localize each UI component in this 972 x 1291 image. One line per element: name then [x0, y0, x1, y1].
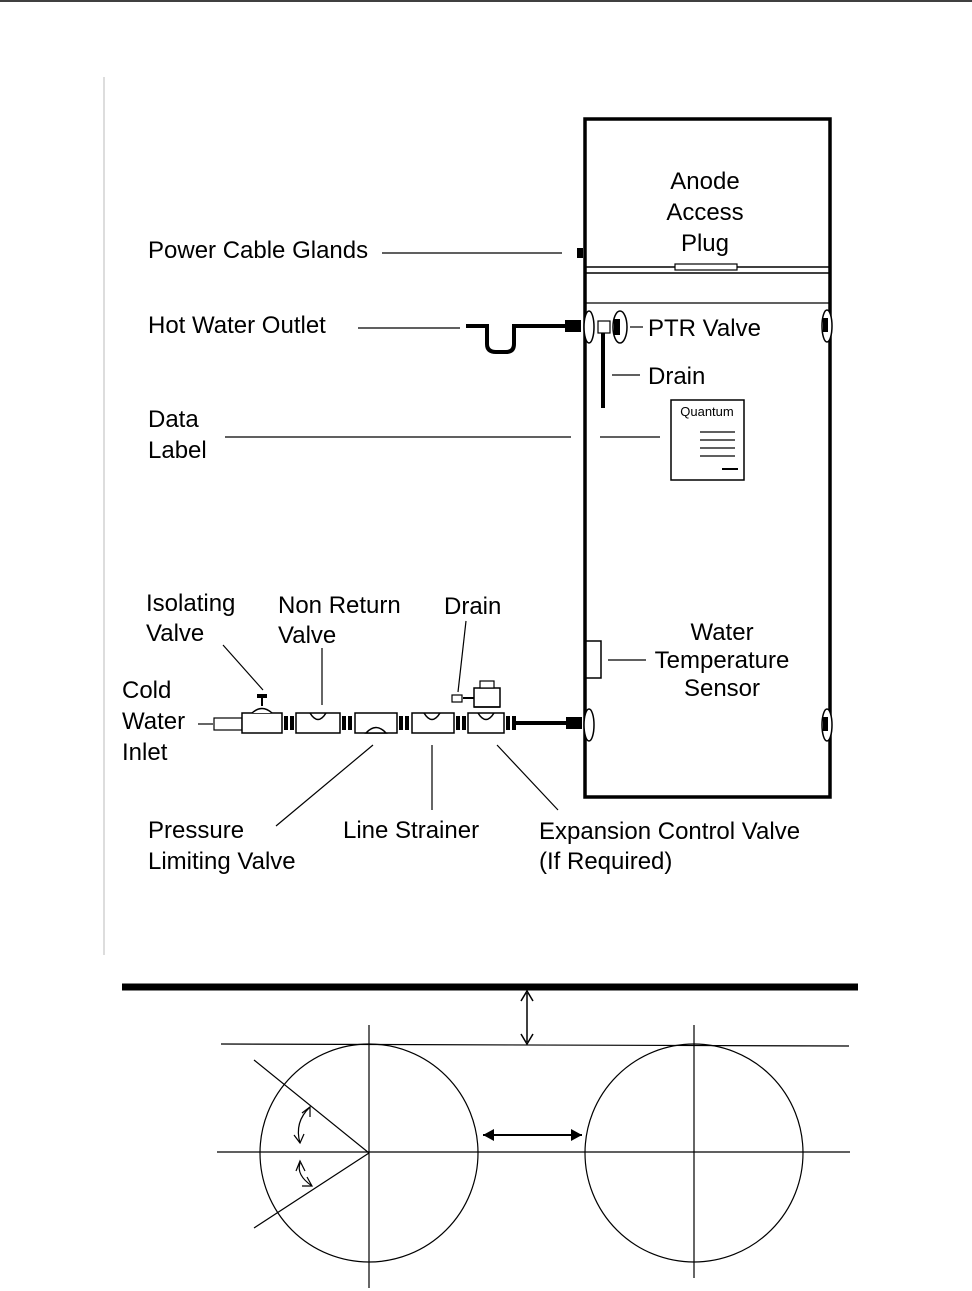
angle-arrow-upper [297, 1106, 311, 1144]
power-cable-glands-label: Power Cable Glands [148, 237, 368, 264]
cold-water-label-line1: Cold [122, 677, 171, 704]
isolating-valve-label-line2: Valve [146, 620, 204, 647]
power-cable-gland [577, 248, 583, 258]
angle-arrow-lower [298, 1162, 313, 1187]
pressure-limiting-label-line1: Pressure [148, 817, 244, 844]
expansion-control-label-line2: (If Required) [539, 848, 672, 875]
expansion-control-label-line1: Expansion Control Valve [539, 818, 800, 845]
hot-water-pipe [466, 324, 565, 354]
anode-label-line3: Plug [681, 230, 729, 257]
isolating-valve-label-line1: Isolating [146, 590, 235, 617]
water-temp-label-line3: Sensor [684, 675, 760, 702]
tangent-line-top [220, 1043, 850, 1047]
ptr-valve-label: PTR Valve [648, 315, 761, 342]
pressure-limiting-leader [275, 744, 374, 827]
quantum-text: Quantum [680, 404, 733, 419]
isolating-valve-leader [222, 644, 264, 691]
cold-inlet-pipe-assembly [213, 680, 582, 734]
anode-label-line1: Anode [670, 168, 739, 195]
hot-water-connector [565, 320, 581, 332]
drain-bottom-label: Drain [444, 593, 501, 620]
cold-water-label-line2: Water [122, 708, 185, 735]
data-label-line1: Data [148, 406, 199, 433]
drain-top-label: Drain [648, 363, 705, 390]
temperature-sensor [585, 640, 602, 679]
anode-plug-cap [674, 263, 738, 271]
water-temp-label-line1: Water [690, 619, 753, 646]
ptr-valve [597, 310, 628, 408]
non-return-valve-label-line2: Valve [278, 622, 336, 649]
hot-water-outlet-label: Hot Water Outlet [148, 312, 326, 339]
pressure-limiting-label-line2: Limiting Valve [148, 848, 296, 875]
drain-bottom-leader [457, 620, 467, 693]
clearance-diagram [122, 983, 858, 1288]
line-strainer-label: Line Strainer [343, 817, 479, 844]
cold-water-label-line3: Inlet [122, 739, 168, 766]
data-label-line2: Label [148, 437, 207, 464]
hot-water-fitting [583, 310, 595, 344]
expansion-control-leader [496, 744, 559, 811]
data-label-plate: Quantum [670, 399, 745, 481]
anode-label-line2: Access [666, 199, 743, 226]
non-return-valve-label-line1: Non Return [278, 592, 401, 619]
water-temp-label-line2: Temperature [655, 647, 790, 674]
